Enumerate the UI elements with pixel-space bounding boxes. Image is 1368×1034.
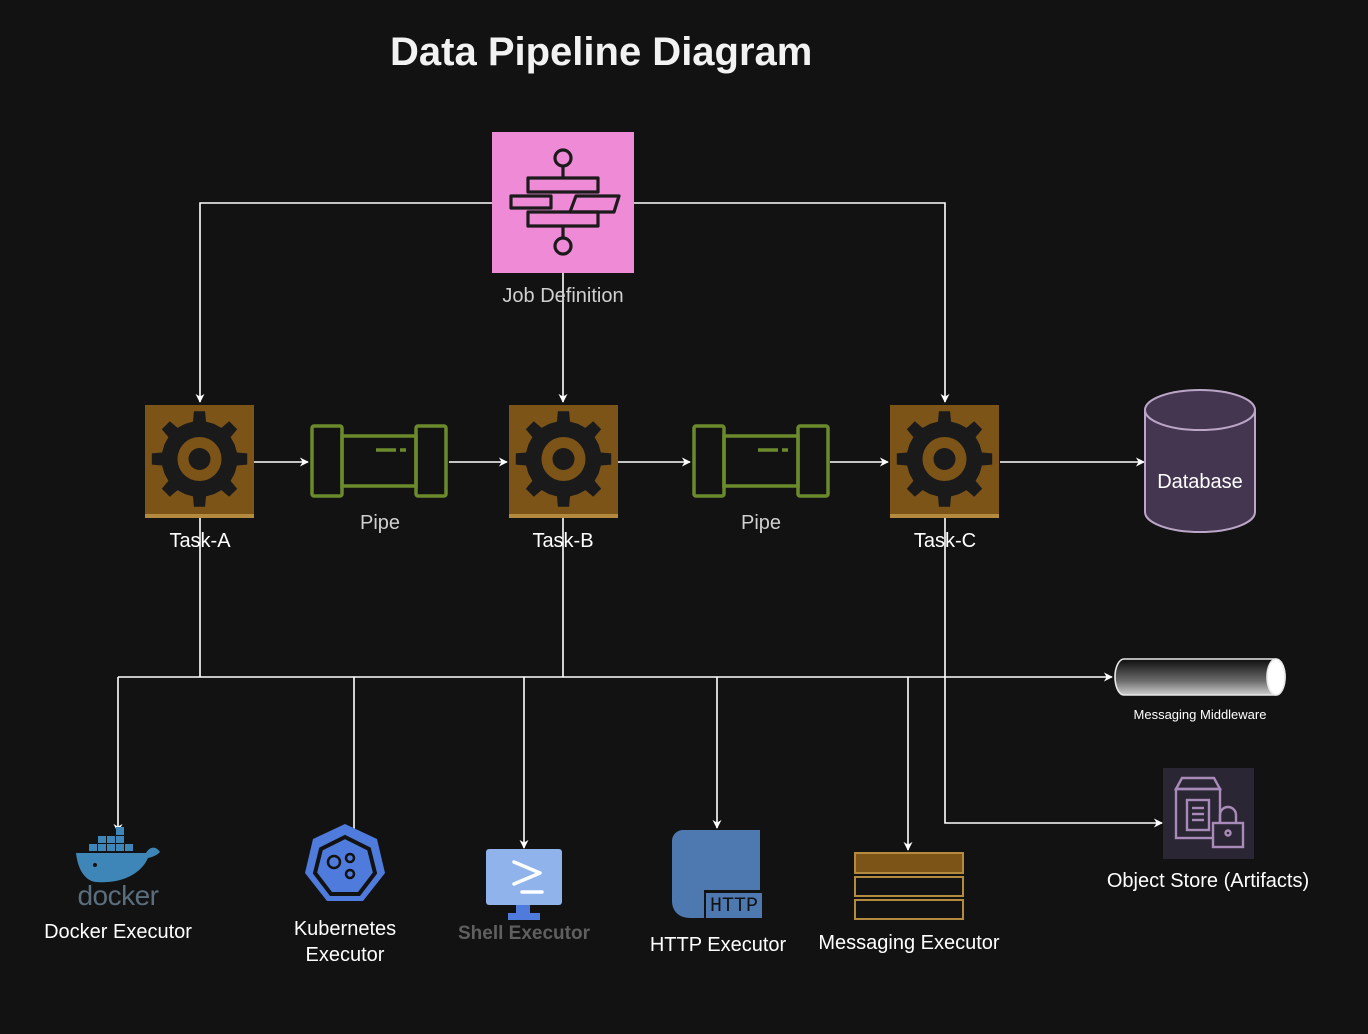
docker-executor-node[interactable] xyxy=(76,827,160,883)
kubernetes-executor-label-line2: Executor xyxy=(305,944,385,966)
kubernetes-executor-label-line1: Kubernetes xyxy=(293,918,397,940)
pipe-1-body xyxy=(340,434,418,488)
shell-executor-node[interactable] xyxy=(486,849,562,920)
pipe-1-right-flange xyxy=(414,424,448,498)
docker-whale-icon xyxy=(76,827,160,883)
messaging-executor-label: Messaging Executor xyxy=(818,932,1000,954)
job-definition-box xyxy=(492,132,634,273)
shell-base xyxy=(508,913,540,920)
http-badge-text: HTTP xyxy=(709,895,758,918)
object-store-label: Object Store (Artifacts) xyxy=(1106,870,1310,892)
workflow-icon xyxy=(509,148,621,256)
docker-executor-label: Docker Executor xyxy=(44,921,192,943)
kubernetes-gear-icon xyxy=(326,852,356,880)
pipe-1-node[interactable] xyxy=(310,424,448,498)
task-c-gear-center xyxy=(933,448,956,470)
middleware-tube-end xyxy=(1266,658,1286,696)
task-b-box-edge xyxy=(509,514,618,518)
diagram-title: Data Pipeline Diagram xyxy=(390,30,813,74)
edge-job-to-task-c xyxy=(634,202,950,403)
job-definition-node[interactable] xyxy=(492,132,634,273)
database-node[interactable] xyxy=(1144,389,1256,533)
task-b-label: Task-B xyxy=(532,530,594,552)
task-a-gear-center xyxy=(188,448,211,470)
http-executor-node[interactable] xyxy=(672,830,764,920)
terminal-prompt-icon xyxy=(512,860,544,894)
kubernetes-heptagon xyxy=(305,824,385,901)
pipe-2-body xyxy=(722,434,800,488)
edges xyxy=(113,202,1163,853)
task-b-gear-center xyxy=(552,448,575,470)
middleware-tube xyxy=(1114,658,1286,696)
database-top xyxy=(1144,389,1256,431)
shell-monitor xyxy=(486,849,562,905)
messaging-middleware-node[interactable] xyxy=(1114,658,1286,696)
pipe-2-label: Pipe xyxy=(740,512,782,534)
pipe-2-node[interactable] xyxy=(692,424,830,498)
task-c-box-edge xyxy=(890,514,999,518)
middleware-label: Messaging Middleware xyxy=(1133,707,1267,722)
pipe-1-label: Pipe xyxy=(359,512,401,534)
task-c-node[interactable] xyxy=(890,405,999,518)
task-a-node[interactable] xyxy=(145,405,254,518)
docker-wordmark: docker xyxy=(77,880,159,911)
task-a-box-edge xyxy=(145,514,254,518)
edge-task-c-to-object-store xyxy=(944,518,1163,828)
shell-stand xyxy=(516,905,530,913)
object-store-node[interactable] xyxy=(1163,768,1254,859)
kubernetes-inner xyxy=(312,834,378,896)
object-store-lock-icon xyxy=(1173,776,1245,849)
database-label: Database xyxy=(1157,471,1243,493)
task-c-label: Task-C xyxy=(913,530,977,552)
kubernetes-executor-node[interactable] xyxy=(305,824,385,901)
task-a-label: Task-A xyxy=(169,530,231,552)
http-executor-label: HTTP Executor xyxy=(649,934,787,956)
messaging-executor-node[interactable] xyxy=(854,852,964,920)
edge-job-to-task-a xyxy=(195,202,492,403)
task-b-node[interactable] xyxy=(509,405,618,518)
pipe-2-right-flange xyxy=(796,424,830,498)
messaging-bar-3 xyxy=(854,899,964,920)
database-cylinder xyxy=(1144,410,1256,533)
messaging-bar-2 xyxy=(854,876,964,897)
pipe-1-left-flange xyxy=(310,424,344,498)
pipe-2-left-flange xyxy=(692,424,726,498)
shell-executor-label: Shell Executor xyxy=(458,923,590,944)
job-definition-label: Job Definition xyxy=(502,285,624,307)
messaging-bar-1 xyxy=(854,852,964,874)
